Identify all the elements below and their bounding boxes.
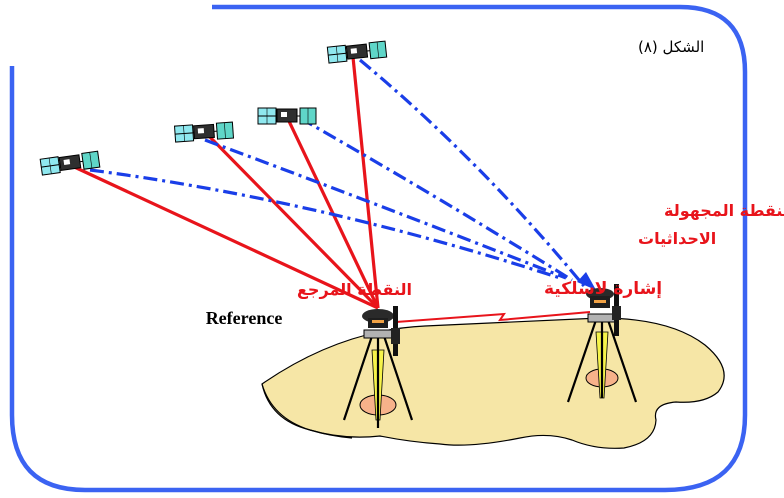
figure-frame [9,4,748,493]
gps-receiver-icon [586,288,614,308]
signal-line-sat2-reference [203,130,380,310]
tripod-icon [342,335,414,428]
radio-link-line [395,311,591,323]
signal-line-sat1-reference [69,163,379,310]
rover-arrowhead [577,272,596,290]
rover-signals [89,58,586,288]
signal-line-sat3-reference [285,116,380,309]
signal-dashed-sat1-rover [89,168,561,280]
ground-shadow [261,383,353,439]
signal-dashed-sat4-rover [358,58,586,288]
reference-signals [69,56,380,310]
satellite-icon [174,121,234,143]
radio-antenna-icon [612,284,621,336]
signal-line-sat4-reference [351,56,380,309]
radio-link-label: إشارة لاسلكية [544,279,662,299]
tripod-icon [566,319,638,403]
signal-dashed-sat2-rover [204,138,567,280]
satellite-icon [326,40,388,64]
tripod-head [587,313,617,323]
reference-label-english: Reference [206,308,283,328]
unknown-point-label-line2: الاحداثيات [638,229,716,248]
gps-receiver-icon [362,309,394,328]
figure-caption: الشكل (٨) [638,38,704,56]
unknown-point-label-line1: النقطة المجهولة [664,201,784,220]
signal-dashed-sat3-rover [299,116,573,282]
tripod-head [363,329,393,339]
reference-label-arabic: النقطة المرجع [297,280,412,299]
radio-antenna-icon [391,306,400,356]
satellite-icon [257,107,317,125]
ground-area [261,317,725,449]
rover-station [566,284,638,403]
reference-station [342,306,414,428]
